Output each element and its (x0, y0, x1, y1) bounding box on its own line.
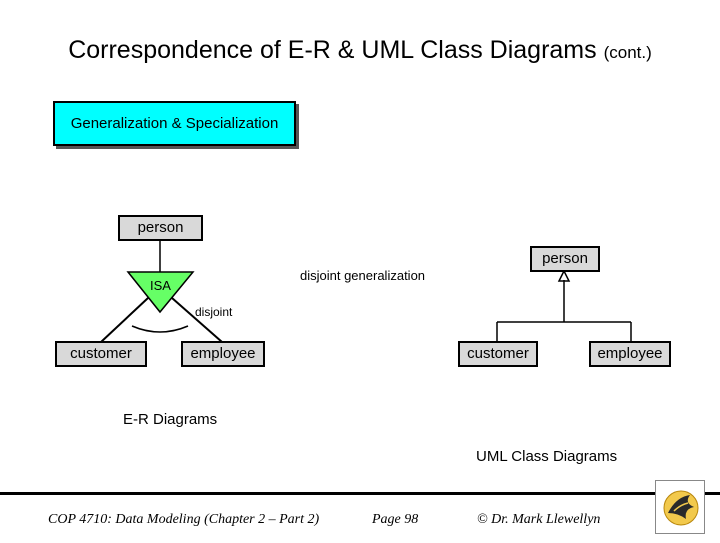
section-label-box: Generalization & Specialization (53, 101, 296, 146)
slide-title: Correspondence of E-R & UML Class Diagra… (0, 36, 720, 65)
footer-course: COP 4710: Data Modeling (Chapter 2 – Par… (48, 512, 320, 527)
disjoint-label: disjoint (195, 305, 233, 319)
footer-bar: COP 4710: Data Modeling (Chapter 2 – Par… (0, 492, 720, 543)
er-entity-employee: employee (181, 341, 265, 367)
uml-class-person: person (530, 246, 600, 272)
er-isa-customer-line (100, 297, 149, 343)
uml-caption: UML Class Diagrams (476, 448, 618, 465)
footer-page: Page 98 (372, 512, 419, 527)
er-entity-customer: customer (55, 341, 147, 367)
er-isa-employee-line (171, 297, 223, 343)
er-caption: E-R Diagrams (123, 411, 218, 428)
er-entity-person: person (118, 215, 203, 241)
footer-author: © Dr. Mark Llewellyn (477, 512, 601, 527)
disjoint-arc (131, 325, 189, 333)
uml-class-employee: employee (589, 341, 671, 367)
title-main: Correspondence of E-R & UML Class Diagra… (68, 36, 597, 64)
title-suffix: (cont.) (603, 43, 652, 62)
uml-generalization-label: disjoint generalization (300, 268, 426, 283)
isa-label: ISA (150, 278, 171, 293)
uml-class-customer: customer (458, 341, 538, 367)
isa-triangle (126, 271, 195, 314)
ucf-logo-icon (655, 480, 705, 534)
uml-arrowhead (557, 269, 571, 282)
